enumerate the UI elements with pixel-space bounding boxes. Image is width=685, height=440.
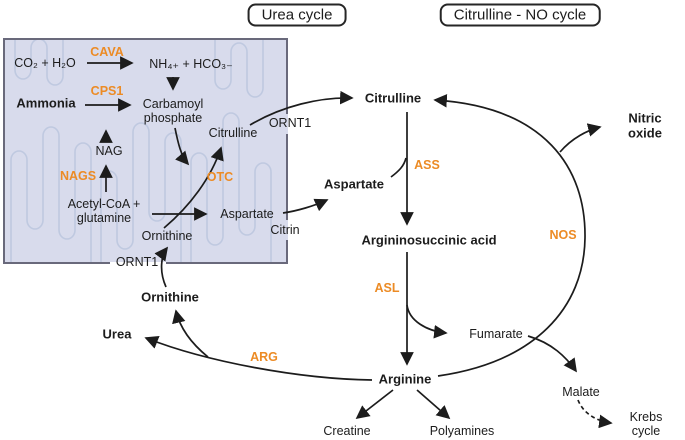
arrow-malate-to-krebs-dashed xyxy=(577,399,613,429)
label-argininosuccinic-acid: Argininosuccinic acid xyxy=(361,232,497,248)
arrow-branch-to-ornithine xyxy=(172,309,209,358)
label-enzyme-ass: ASS xyxy=(414,158,440,172)
border-mask-citrin xyxy=(283,220,293,240)
arrow-arginine-arg-to-urea xyxy=(144,336,373,381)
label-nitric-oxide: Nitric oxide xyxy=(628,110,662,140)
arrow-aspartate-citrin-export xyxy=(282,198,329,214)
label-transporter-citrin: Citrin xyxy=(270,223,300,237)
label-malate: Malate xyxy=(562,385,600,399)
label-citrulline-cytosol: Citrulline xyxy=(364,90,422,106)
border-mask-ornt1-top xyxy=(283,114,293,134)
arrow-citrulline-ornt1-export xyxy=(249,90,354,126)
urea-cycle-title: Urea cycle xyxy=(247,3,347,27)
label-ornithine-mito: Ornithine xyxy=(141,229,193,243)
label-carbamoyl-phosphate: Carbamoyl phosphate xyxy=(142,97,204,125)
label-nh4-hco3: NH₄₊ + HCO₃₋ xyxy=(149,57,233,71)
label-enzyme-nos: NOS xyxy=(549,228,577,242)
arrow-branch-to-nitric-oxide xyxy=(559,123,602,153)
label-co2-h2o: CO₂ + H₂O xyxy=(14,56,76,70)
label-transporter-ornt1-citrulline: ORNT1 xyxy=(268,116,312,130)
label-enzyme-asl: ASL xyxy=(374,281,400,295)
label-urea: Urea xyxy=(102,326,132,342)
label-ornithine-cytosol: Ornithine xyxy=(141,289,199,305)
arrow-fumarate-to-malate xyxy=(527,335,577,373)
label-creatine: Creatine xyxy=(323,424,371,438)
label-enzyme-nags: NAGS xyxy=(59,169,97,183)
arrow-arginine-nos-to-citrulline xyxy=(433,93,586,377)
citrulline-no-cycle-title: Citrulline - NO cycle xyxy=(439,3,601,27)
arrow-branch-to-fumarate xyxy=(406,304,448,339)
label-enzyme-otc: OTC xyxy=(206,170,234,184)
arrow-arginine-to-creatine xyxy=(355,389,394,420)
label-enzyme-cava: CAVA xyxy=(90,45,124,59)
label-polyamines: Polyamines xyxy=(429,424,495,438)
label-acetyl-coa-glutamine: Acetyl-CoA + glutamine xyxy=(67,197,141,225)
arrow-ornithine-to-citrulline-mito xyxy=(163,146,224,229)
label-aspartate-mito: Aspartate xyxy=(220,207,274,221)
label-nag: NAG xyxy=(95,144,123,158)
label-fumarate: Fumarate xyxy=(469,327,523,341)
label-enzyme-arg: ARG xyxy=(250,350,278,364)
mitochondrion-box xyxy=(3,38,288,264)
label-transporter-ornt1-ornithine: ORNT1 xyxy=(115,255,159,269)
label-citrulline-mito: Citrulline xyxy=(208,126,258,140)
arrow-arginine-to-polyamines xyxy=(416,389,451,420)
label-ammonia: Ammonia xyxy=(16,95,76,111)
arrow-ornithine-ornt1-import xyxy=(154,246,169,288)
line-aspartate-to-ass xyxy=(390,157,407,178)
arrow-carbamoyl-otc xyxy=(174,127,190,166)
label-krebs-cycle: Krebs cycle xyxy=(629,410,663,438)
label-aspartate-cytosol: Aspartate xyxy=(324,176,384,192)
label-arginine: Arginine xyxy=(378,371,432,387)
label-enzyme-cps1: CPS1 xyxy=(90,84,124,98)
border-mask-ornt1-bottom xyxy=(110,255,166,267)
mitochondria-cristae xyxy=(10,40,272,262)
